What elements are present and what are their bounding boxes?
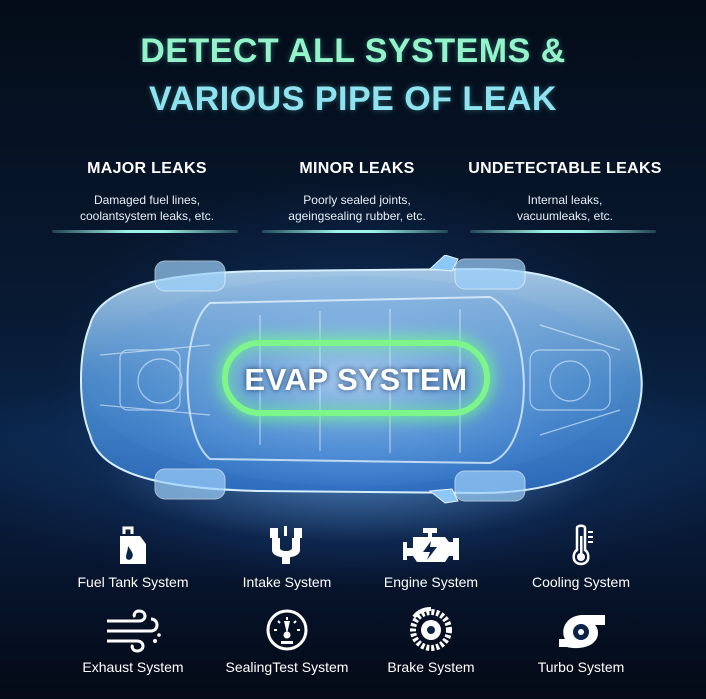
system-sealing-test: SealingTest System [199, 607, 375, 675]
car-glow [85, 276, 625, 486]
leak-desc-line: Poorly sealed joints, [303, 193, 411, 207]
wheel-front-right [154, 468, 226, 500]
leak-title: MAJOR LEAKS [87, 160, 207, 177]
system-label: Cooling System [531, 574, 631, 590]
leak-desc-line: Damaged fuel lines, [93, 193, 201, 207]
system-label: Turbo System [537, 659, 625, 675]
leak-description: Poorly sealed joints, ageingsealing rubb… [252, 192, 462, 224]
system-engine: Engine System [343, 522, 519, 590]
leak-column-minor: MINOR LEAKS Poorly sealed joints, ageing… [252, 160, 462, 224]
system-exhaust: Exhaust System [45, 607, 221, 675]
mirror-left [428, 255, 459, 272]
turbo-icon [559, 615, 605, 649]
leak-description: Internal leaks, vacuumleaks, etc. [460, 192, 670, 224]
system-label: Engine System [383, 574, 479, 590]
leak-desc-line: Internal leaks, [527, 193, 603, 207]
leak-desc-line: ageingsealing rubber, etc. [288, 209, 426, 223]
leak-title: UNDETECTABLE LEAKS [468, 160, 662, 177]
system-intake: Intake System [199, 522, 375, 590]
headline-line-1: DETECT ALL SYSTEMS & [140, 32, 566, 70]
system-label: Exhaust System [82, 659, 184, 675]
leak-column-undetectable: UNDETECTABLE LEAKS Internal leaks, vacuu… [460, 160, 670, 224]
system-label: SealingTest System [225, 659, 349, 675]
system-label: Brake System [387, 659, 475, 675]
intake-pipe-icon [270, 526, 302, 564]
evap-highlight-ring [222, 340, 490, 416]
wheel-rear-left [454, 258, 526, 290]
fuel-tank-icon [120, 526, 146, 564]
brake-disc-icon [410, 607, 452, 651]
leak-divider [52, 230, 238, 233]
wheel-rear-right [454, 470, 526, 502]
leak-divider [262, 230, 448, 233]
leak-desc-line: vacuumleaks, etc. [516, 209, 614, 223]
leak-title: MINOR LEAKS [299, 160, 415, 177]
system-turbo: Turbo System [493, 607, 669, 675]
headline-line-2: VARIOUS PIPE OF LEAK [149, 80, 557, 118]
leak-column-major: MAJOR LEAKS Damaged fuel lines, coolants… [42, 160, 252, 224]
engine-icon [403, 528, 459, 562]
leak-desc-line: coolantsystem leaks, etc. [79, 209, 215, 223]
evap-system-label: EVAP SYSTEM [244, 362, 468, 397]
system-cooling: Cooling System [493, 522, 669, 590]
system-label: Fuel Tank System [77, 574, 189, 590]
thermometer-icon [572, 524, 593, 566]
car-cabin [186, 295, 525, 465]
gauge-icon [266, 609, 308, 651]
wheel-front-left [154, 260, 226, 292]
system-label: Intake System [242, 574, 332, 590]
leak-divider [470, 230, 656, 233]
system-fuel-tank: Fuel Tank System [45, 522, 221, 590]
exhaust-wind-icon [107, 609, 161, 653]
system-brake: Brake System [343, 607, 519, 675]
leak-description: Damaged fuel lines, coolantsystem leaks,… [42, 192, 252, 224]
xray-car-illustration [80, 255, 643, 504]
mirror-right [428, 488, 459, 504]
